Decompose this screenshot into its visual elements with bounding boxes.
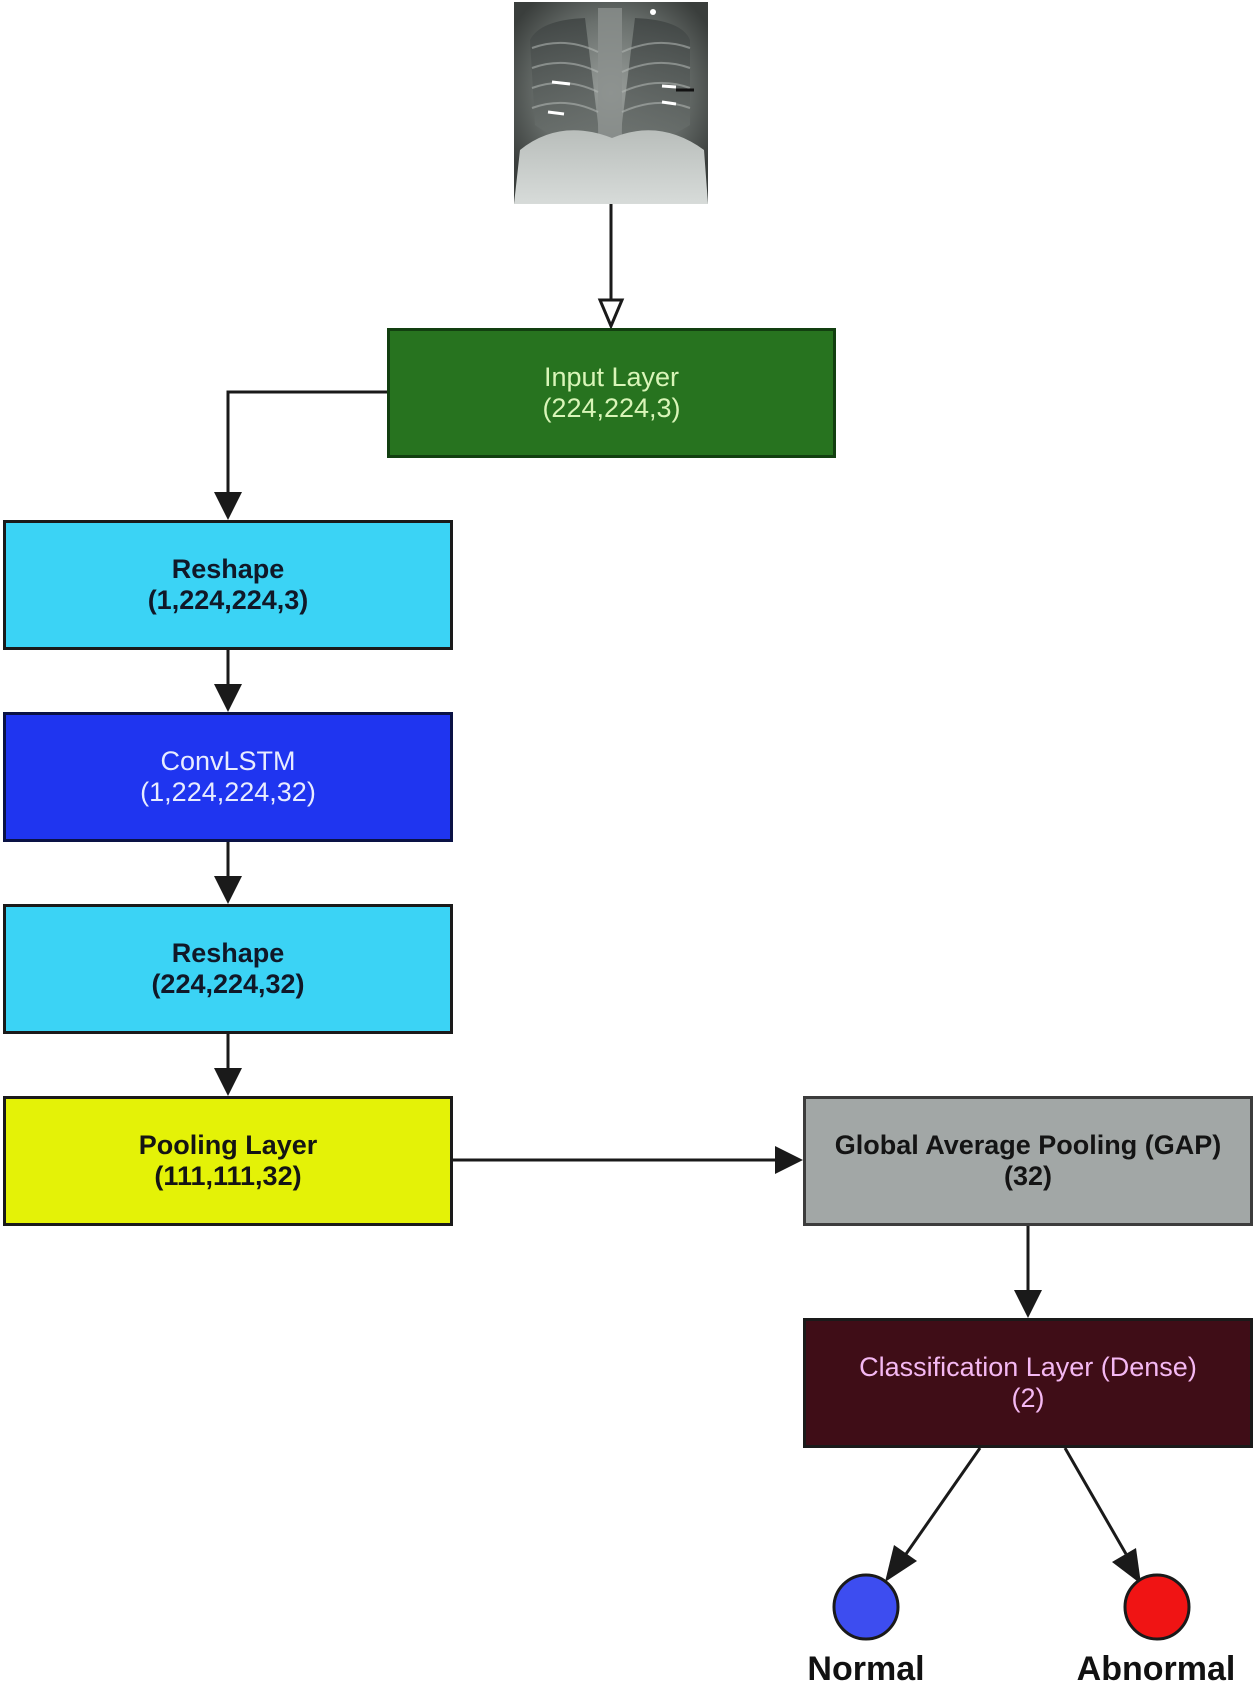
convlstm-shape: (1,224,224,32) (140, 777, 316, 807)
classification-layer-title: Classification Layer (Dense) (859, 1352, 1197, 1382)
pooling-layer-node: Pooling Layer (111,111,32) (3, 1096, 453, 1226)
reshape-1-title: Reshape (171, 554, 285, 584)
gap-layer-title: Global Average Pooling (GAP) (834, 1130, 1222, 1160)
output-abnormal-node (1123, 1573, 1191, 1641)
edge-pooling-to-gap (453, 1146, 803, 1174)
input-layer-title: Input Layer (543, 362, 680, 392)
reshape-node-1: Reshape (1,224,224,3) (3, 520, 453, 650)
reshape-node-2: Reshape (224,224,32) (3, 904, 453, 1034)
edge-convlstm-to-reshape (214, 842, 242, 904)
edge-classification-to-normal (885, 1447, 982, 1582)
reshape-1-shape: (1,224,224,3) (147, 585, 309, 615)
xray-input-image (514, 2, 708, 204)
gap-layer-shape: (32) (1003, 1161, 1052, 1191)
edge-gap-to-classification (1014, 1226, 1042, 1318)
classification-layer-shape: (2) (1011, 1383, 1045, 1413)
edge-image-to-input (597, 204, 625, 330)
convlstm-node: ConvLSTM (1,224,224,32) (3, 712, 453, 842)
input-layer-node: Input Layer (224,224,3) (387, 328, 836, 458)
output-abnormal-label: Abnormal (1076, 1650, 1236, 1688)
output-normal-node (832, 1573, 900, 1641)
output-normal-label: Normal (807, 1650, 925, 1688)
classification-layer-node: Classification Layer (Dense) (2) (803, 1318, 1253, 1448)
input-layer-shape: (224,224,3) (542, 393, 681, 423)
pooling-layer-shape: (111,111,32) (154, 1161, 302, 1191)
gap-layer-node: Global Average Pooling (GAP) (32) (803, 1096, 1253, 1226)
pooling-layer-title: Pooling Layer (138, 1130, 318, 1160)
reshape-2-shape: (224,224,32) (151, 969, 305, 999)
edge-reshape-to-convlstm (214, 650, 242, 712)
edge-classification-to-abnormal (1063, 1447, 1141, 1584)
convlstm-title: ConvLSTM (160, 746, 296, 776)
edge-reshape-to-pooling (214, 1034, 242, 1096)
edge-input-to-reshape (214, 390, 387, 520)
reshape-2-title: Reshape (171, 938, 285, 968)
